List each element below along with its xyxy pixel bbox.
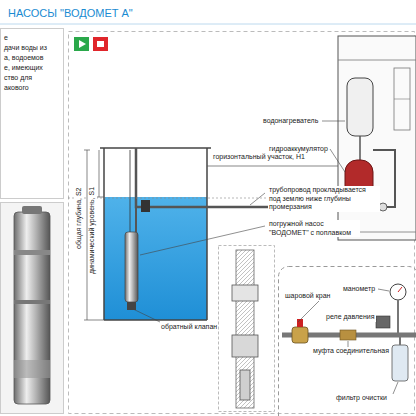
part-label: гидроаккумулятор: [268, 145, 329, 154]
part-label: водонагреватель: [262, 117, 319, 126]
intro-text: ство для: [3, 74, 33, 83]
intro-text: е, имеющих: [3, 64, 44, 73]
intro-text: акового: [3, 84, 30, 93]
part-label: муфта соединительная: [312, 347, 390, 356]
part-label: обратный клапан: [160, 323, 218, 332]
part-label: шаровой кран: [284, 292, 331, 301]
part-label: фильтр очистки: [335, 394, 388, 403]
dimension-label: общая глубина, S2: [75, 187, 84, 250]
note-label: трубопровод прокладывается под землю ниж…: [268, 186, 380, 212]
part-label: погружной насос "ВОДОМЕТ" с поплавком: [268, 220, 360, 237]
part-label: манометр: [342, 285, 376, 294]
intro-text: е: [3, 34, 9, 43]
dimension-label: динамический уровень, S1: [88, 186, 97, 275]
intro-text: дачи воды из: [3, 44, 48, 53]
part-label: реле давления: [325, 313, 376, 322]
intro-text: а, водоемов: [3, 54, 44, 63]
page-title: НАСОСЫ "ВОДОМЕТ А": [8, 7, 133, 20]
dimension-label: горизонтальный участок, H1: [212, 153, 306, 162]
